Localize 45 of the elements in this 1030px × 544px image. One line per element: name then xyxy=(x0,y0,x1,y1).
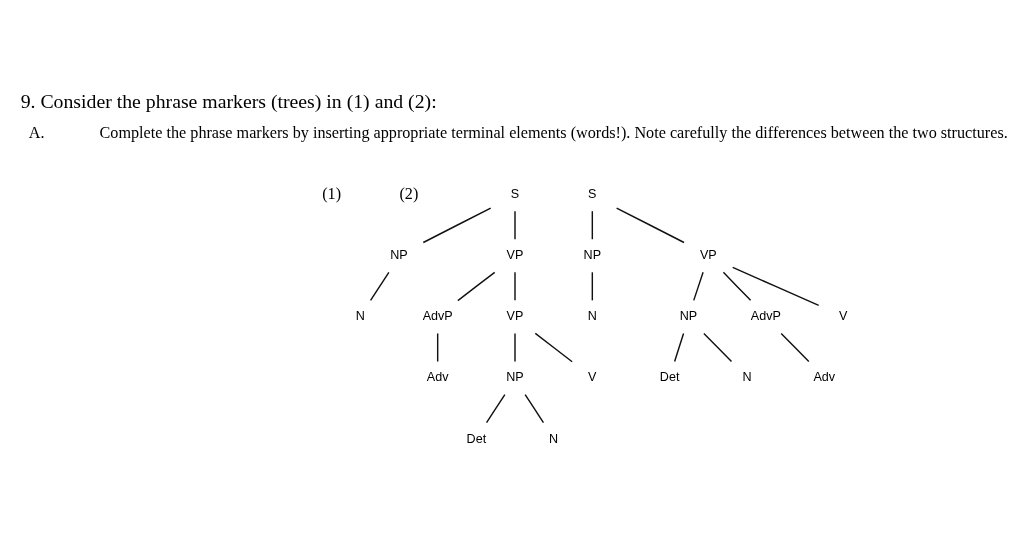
connector xyxy=(703,332,733,363)
node-text: N xyxy=(549,431,559,446)
node-text: Adv xyxy=(426,370,449,385)
node-text: S xyxy=(588,187,597,202)
connector xyxy=(673,332,685,363)
node-text: AdvP xyxy=(750,309,781,324)
node-text: N xyxy=(355,309,365,324)
node-text: N xyxy=(587,309,597,324)
connector xyxy=(693,271,704,302)
label: (2) xyxy=(399,184,419,202)
connector xyxy=(514,271,516,302)
connector xyxy=(732,266,820,306)
node-text: VP xyxy=(506,309,524,324)
node-text: Adv xyxy=(813,370,836,385)
node-text: NP xyxy=(390,248,408,263)
node-text: Det xyxy=(659,370,680,385)
node-text: S xyxy=(510,187,520,202)
diagram-title: 9. Consider the phrase markers (trees) in (1) and (2): xyxy=(20,90,437,113)
label: (1) xyxy=(322,184,342,202)
node-text: NP xyxy=(506,370,524,385)
connector xyxy=(591,271,594,302)
connector xyxy=(436,332,439,363)
label: Complete the phrase markers by inserting appropriate terminal elements (words!). Note carefully the differences between the two structures. xyxy=(99,123,1008,141)
node-text: Det xyxy=(466,431,487,446)
node-text: NP xyxy=(583,248,602,263)
connector xyxy=(524,393,545,424)
connector xyxy=(780,332,810,363)
connector xyxy=(591,210,594,240)
node-text: AdvP xyxy=(422,309,453,324)
connector xyxy=(534,332,573,363)
connector xyxy=(485,393,506,424)
connector xyxy=(514,210,516,240)
connector xyxy=(615,207,685,244)
connector xyxy=(369,271,390,302)
node-text: VP xyxy=(506,248,524,263)
node-text: N xyxy=(742,370,752,385)
connector xyxy=(422,207,492,244)
node-text: NP xyxy=(679,309,698,324)
label: A. xyxy=(28,123,45,141)
connector xyxy=(514,332,516,363)
node-text: V xyxy=(838,309,848,324)
connector xyxy=(457,271,496,302)
node-text: V xyxy=(588,370,597,385)
node-text: VP xyxy=(699,248,717,263)
connector xyxy=(722,271,752,302)
